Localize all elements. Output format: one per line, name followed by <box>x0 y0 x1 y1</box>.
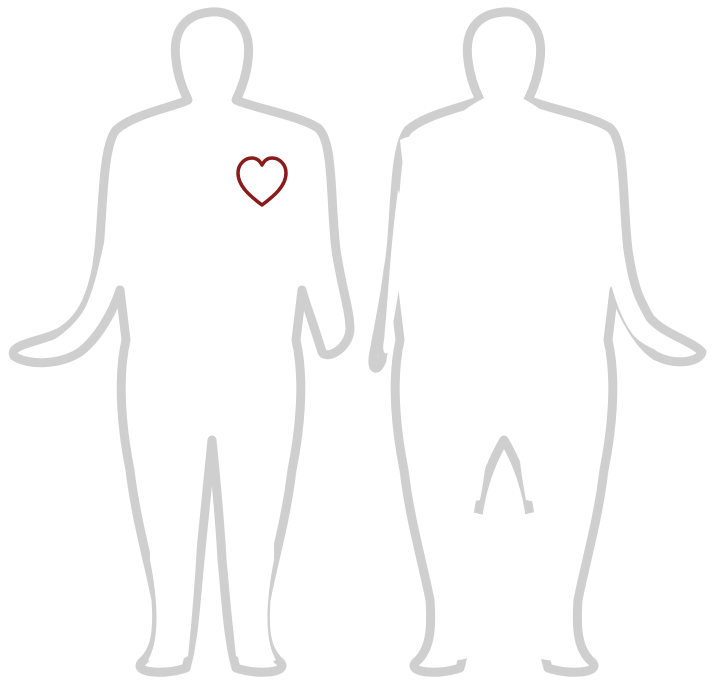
abdomen-upper <box>188 238 236 262</box>
left-arm <box>36 200 127 350</box>
head <box>181 18 241 94</box>
left-calf <box>434 500 488 661</box>
right-pectoral <box>218 141 285 226</box>
back-body <box>373 12 702 672</box>
back-head <box>473 18 533 88</box>
left-glute <box>440 297 500 370</box>
left-pectoral <box>143 141 206 226</box>
right-calf <box>518 500 572 661</box>
abdomen-lower <box>186 304 238 330</box>
front-body <box>13 12 350 672</box>
right-glute <box>505 297 565 370</box>
abdomen-middle <box>186 270 238 296</box>
